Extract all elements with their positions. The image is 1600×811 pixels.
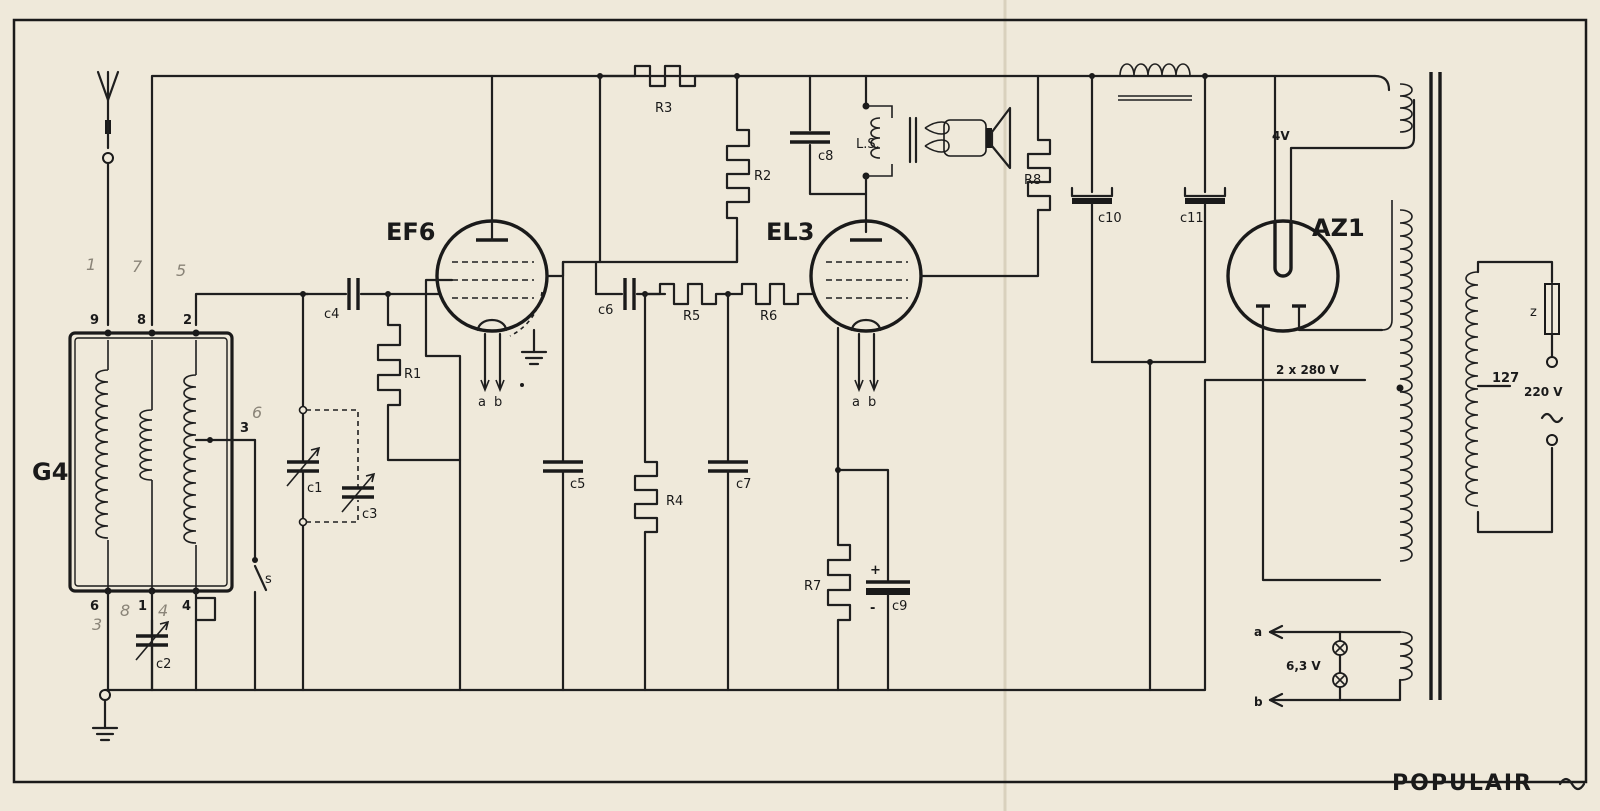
mains-voltage: 220 V <box>1524 385 1563 399</box>
c2-label: c2 <box>156 657 171 672</box>
pencil-mark: 7 <box>132 257 143 276</box>
pin-9-label: 9 <box>90 313 99 328</box>
r4-label: R4 <box>666 494 683 509</box>
antenna-icon <box>96 70 120 327</box>
loudspeaker <box>862 74 1012 234</box>
secondary-voltage: 2 x 280 V <box>1276 363 1340 377</box>
c9-minus: - <box>870 601 875 616</box>
pin-6-label: 6 <box>90 599 99 614</box>
resistor-r5 <box>643 282 731 306</box>
r3-label: R3 <box>655 101 672 116</box>
capacitor-c2 <box>135 618 170 692</box>
brand-wave-icon <box>1558 777 1586 791</box>
c8-label: c8 <box>818 149 833 164</box>
capacitor-c9 <box>866 580 910 692</box>
r8-label: R8 <box>1024 173 1041 188</box>
heater-out-a: a <box>1254 625 1262 639</box>
filament-voltage: 4V <box>1272 129 1290 143</box>
c9-plus: + <box>870 563 881 578</box>
ef6-heater-a: a <box>478 395 486 410</box>
pin-3-label: 3 <box>240 421 249 436</box>
pin-4-label: 4 <box>182 599 191 614</box>
fuse-label: z <box>1530 305 1537 320</box>
loudspeaker-label: L.S. <box>856 137 880 152</box>
resistor-r4 <box>633 292 659 692</box>
ground-icon <box>91 689 119 742</box>
c10-label: c10 <box>1098 211 1122 226</box>
resistor-r6 <box>726 282 814 306</box>
frame-border <box>12 18 1588 784</box>
pencil-mark: 5 <box>176 261 186 280</box>
pin-8-label: 8 <box>137 313 146 328</box>
coil-unit-g4 <box>68 329 257 595</box>
r6-label: R6 <box>760 309 777 324</box>
pencil-mark: 8 <box>120 601 130 620</box>
az1-label: AZ1 <box>1312 214 1365 242</box>
switch-s <box>252 438 268 692</box>
tube-az1 <box>1226 74 1416 582</box>
c11-label: c11 <box>1180 211 1204 226</box>
junction <box>1147 359 1153 365</box>
capacitor-c8 <box>790 74 868 196</box>
capacitor-c11 <box>1183 74 1227 364</box>
tube-el3 <box>809 208 1040 582</box>
c4-label: c4 <box>324 307 339 322</box>
heater-output <box>1268 624 1348 708</box>
resistor-r2 <box>725 74 751 264</box>
el3-label: EL3 <box>766 218 814 246</box>
tube-ef6 <box>424 74 549 692</box>
filter-choke <box>1089 63 1208 101</box>
pencil-mark: 1 <box>86 255 96 274</box>
c9-label: c9 <box>892 599 907 614</box>
pin-2-label: 2 <box>183 313 192 328</box>
c6-label: c6 <box>598 303 613 318</box>
c3-label: c3 <box>362 507 377 522</box>
wire <box>194 292 310 327</box>
heater-voltage: 6,3 V <box>1286 659 1321 673</box>
ef6-heater-b: b <box>494 395 502 410</box>
capacitor-c5 <box>543 260 583 692</box>
capacitor-c7 <box>708 292 748 692</box>
wire <box>545 238 739 278</box>
r7-label: R7 <box>804 579 821 594</box>
tap-voltage: 127 <box>1492 371 1519 386</box>
brand-logo: POPULAIR <box>1392 771 1533 796</box>
r1-label: R1 <box>404 367 421 382</box>
pencil-mark: 3 <box>92 615 102 634</box>
power-transformer <box>1338 72 1564 702</box>
el3-heater-b: b <box>868 395 876 410</box>
resistor-r3 <box>597 64 740 264</box>
r5-label: R5 <box>683 309 700 324</box>
c1-label: c1 <box>307 481 322 496</box>
r2-label: R2 <box>754 169 771 184</box>
capacitor-c10 <box>1070 74 1114 364</box>
ground-rail <box>103 378 1367 692</box>
top-rail <box>150 74 1391 327</box>
capacitor-c1 <box>286 292 321 692</box>
pin-1-label: 1 <box>138 599 147 614</box>
resistor-r8 <box>1026 74 1052 212</box>
resistor-r7 <box>826 467 852 692</box>
heater-out-b: b <box>1254 695 1263 709</box>
c5-label: c5 <box>570 477 585 492</box>
capacitor-c4 <box>300 278 442 310</box>
resistor-r1 <box>376 292 462 462</box>
wire <box>194 596 217 622</box>
capacitor-c3 <box>306 409 376 523</box>
switch-label: s <box>265 572 272 587</box>
el3-heater-a: a <box>852 395 860 410</box>
ef6-label: EF6 <box>386 218 436 246</box>
c7-label: c7 <box>736 477 751 492</box>
pencil-mark: 4 <box>158 601 168 620</box>
pencil-mark: 6 <box>252 403 262 422</box>
coil-unit-label: G4 <box>32 458 68 486</box>
